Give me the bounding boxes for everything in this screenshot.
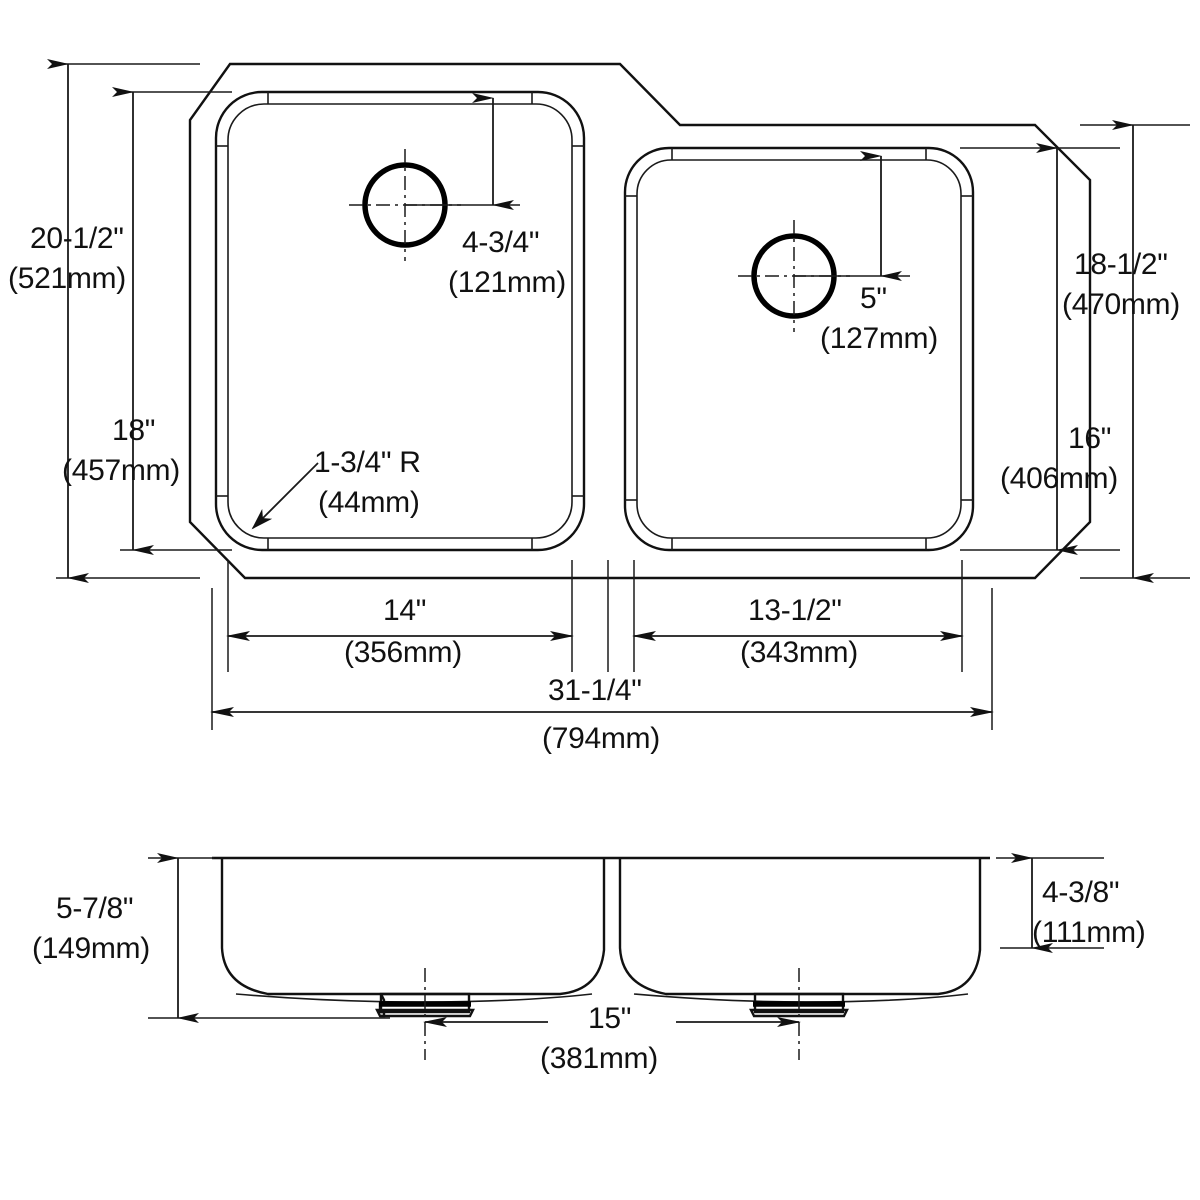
dim-right-bowl-height: 4-3/8" (111mm) (1011, 853, 1146, 953)
dim-overall-width-imperial: 31-1/4" (548, 674, 642, 707)
dim-right-bowl-depth: 16" (406mm) (1000, 143, 1118, 555)
dim-right-bowl-width-imperial: 13-1/2" (748, 594, 842, 627)
dim-corner-radius-metric: (44mm) (318, 486, 420, 519)
dim-overall-depth-metric: (521mm) (8, 262, 126, 295)
dim-left-bowl-width-metric: (356mm) (344, 636, 462, 669)
plan-outer-outline (188, 62, 1092, 580)
dim-right-overall-depth-imperial: 18-1/2" (1074, 248, 1168, 281)
dim-left-bowl-height-metric: (149mm) (32, 932, 150, 965)
dim-left-bowl-depth: 18" (457mm) (62, 87, 180, 555)
dim-right-drain-offset: 5" (127mm) (794, 151, 938, 355)
dim-corner-radius-imperial: 1-3/4" R (314, 446, 421, 479)
dim-left-drain-offset-metric: (121mm) (448, 266, 566, 299)
dim-overall-width: 31-1/4" (794mm) (210, 674, 994, 755)
plan-left-bowl (214, 90, 586, 552)
dim-overall-depth: 20-1/2" (521mm) (8, 59, 126, 583)
left-drain-boss (375, 968, 475, 1060)
dim-left-drain-offset: 4-3/4" (121mm) (405, 93, 566, 299)
dim-right-overall-depth-metric: (470mm) (1062, 288, 1180, 321)
right-drain-boss (749, 968, 849, 1060)
dim-right-bowl-width: 13-1/2" (343mm) (632, 594, 964, 669)
plan-extension-lines-right (960, 124, 1190, 579)
dim-right-bowl-depth-metric: (406mm) (1000, 462, 1118, 495)
dim-right-drain-offset-imperial: 5" (860, 282, 887, 315)
dim-right-bowl-height-metric: (111mm) (1032, 916, 1145, 949)
dim-left-drain-offset-imperial: 4-3/4" (462, 226, 539, 259)
dim-right-bowl-height-imperial: 4-3/8" (1042, 876, 1119, 909)
section-view-body (212, 856, 990, 1060)
dim-right-drain-offset-metric: (127mm) (820, 322, 938, 355)
dim-left-bowl-depth-imperial: 18" (112, 414, 155, 447)
dim-drain-spacing-imperial: 15" (588, 1002, 631, 1035)
dim-overall-depth-imperial: 20-1/2" (30, 222, 124, 255)
dim-right-overall-depth: 18-1/2" (470mm) (1062, 120, 1180, 583)
dim-left-bowl-depth-metric: (457mm) (62, 454, 180, 487)
plan-right-bowl (623, 146, 975, 552)
dim-drain-spacing: 15" (381mm) (423, 1002, 801, 1075)
dim-left-bowl-height: 5-7/8" (149mm) (32, 853, 199, 1023)
plan-extension-lines-bottom (211, 560, 993, 730)
dim-corner-radius: 1-3/4" R (44mm) (251, 446, 421, 530)
dim-left-bowl-height-imperial: 5-7/8" (56, 892, 133, 925)
dim-drain-spacing-metric: (381mm) (540, 1042, 658, 1075)
dim-overall-width-metric: (794mm) (542, 722, 660, 755)
dim-left-bowl-width-imperial: 14" (383, 594, 426, 627)
dim-right-bowl-width-metric: (343mm) (740, 636, 858, 669)
dim-left-bowl-width: 14" (356mm) (226, 594, 574, 669)
dim-right-bowl-depth-imperial: 16" (1068, 422, 1111, 455)
plan-extension-lines-left (56, 63, 232, 579)
